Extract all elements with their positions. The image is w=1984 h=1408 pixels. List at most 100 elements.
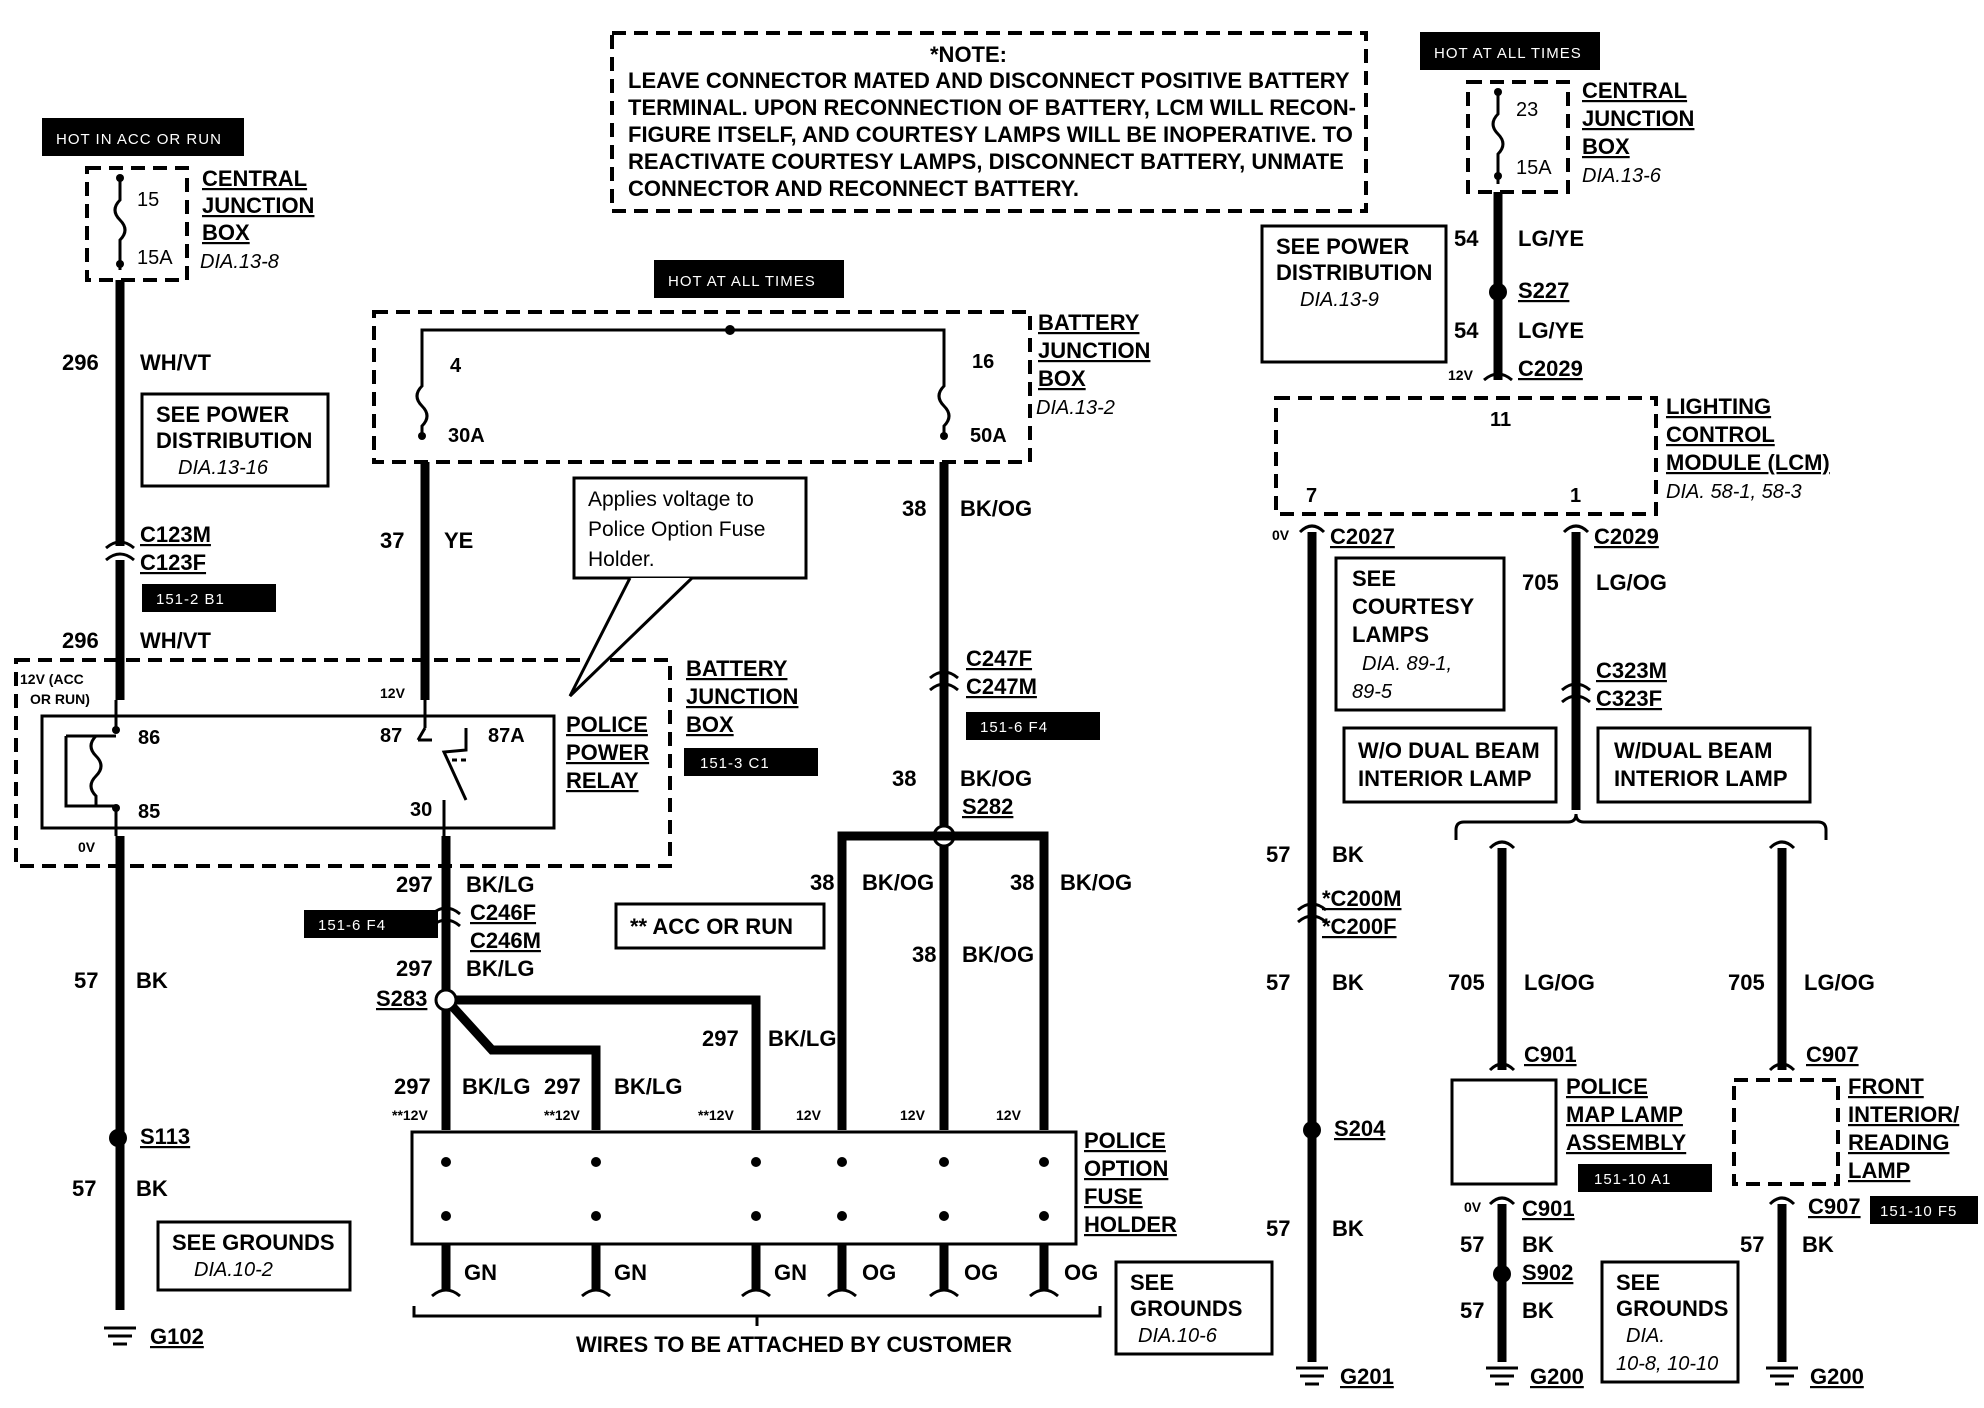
out-5: OG [964,1260,998,1285]
splice-s227-icon [1489,283,1507,301]
connector-c907-icon [1768,1196,1796,1206]
ref-151-10-f5 [1870,1196,1978,1224]
front-lamp-3: READING [1848,1130,1949,1155]
wire-297e-color: BK/LG [614,1074,682,1099]
wire-297b-color: BK/LG [466,956,534,981]
option-bracket [1454,813,1828,840]
ref-151-10-a1 [1578,1164,1712,1192]
conn-c200m: *C200M [1322,886,1401,911]
connector-c323-icon [1561,682,1591,704]
bjb-top-name-3: BOX [1038,366,1086,391]
wo-dual-2: INTERIOR LAMP [1358,766,1532,791]
bjb-relay-name-3: BOX [686,712,734,737]
connector-c901-icon [1488,1196,1516,1206]
w-dual-2: INTERIOR LAMP [1614,766,1788,791]
connector-c200-icon [1297,902,1327,924]
wire-38b-color: BK/OG [960,766,1032,791]
wire-57-front-color: BK [1802,1232,1834,1257]
wire-705-num: 705 [1522,570,1559,595]
front-lamp-4: LAMP [1848,1158,1910,1183]
callout-line-1: Applies voltage to [588,488,754,511]
svg-text:HOT AT ALL TIMES: HOT AT ALL TIMES [1434,45,1582,62]
see-power-right-box [1260,224,1448,364]
splice-s204: S204 [1334,1116,1386,1141]
bjb-relay-box [14,658,672,868]
see-courtesy-box [1334,556,1506,712]
customer-note: WIRES TO BE ATTACHED BY CUSTOMER [576,1332,1012,1357]
conn-c2027: C2027 [1330,524,1395,549]
connector-c2027-icon [1298,524,1326,534]
note-box: *NOTE: LEAVE CONNECTOR MATED AND DISCONN… [610,31,1368,213]
courtesy-1: SEE [1352,566,1396,591]
wire-38c-color: BK/OG [862,870,934,895]
fuse-16-icon [937,358,951,436]
conn-c247m: C247M [966,674,1037,699]
note-title: *NOTE: [930,42,1007,67]
callout-line-2: Police Option Fuse [588,518,765,541]
wire-297-color: BK/LG [466,872,534,897]
wire-38c-num: 38 [810,870,834,895]
wire-296-num: 296 [62,350,99,375]
relay-pin-87: 87 [380,725,402,747]
cjb-right-amps: 15A [1516,157,1552,179]
bjb-top-name-1: BATTERY [1038,310,1140,335]
v-12-a: 12V [796,1107,822,1123]
svg-text:151-3 C1: 151-3 C1 [700,755,770,772]
courtesy-dia-2: 89-5 [1352,681,1393,703]
wire-297b-num: 297 [396,956,433,981]
wire-57b-num: 57 [72,1176,96,1201]
output-wires [431,1244,1059,1298]
wire-297e-num: 297 [544,1074,581,1099]
see-grounds-left-dia: DIA.10-2 [194,1259,273,1281]
bjb-top-name-2: JUNCTION [1038,338,1150,363]
lcm-dia: DIA. 58-1, 58-3 [1666,481,1802,503]
customer-bracket [412,1306,1102,1326]
relay-pin-87a: 87A [488,725,525,747]
lcm-name-1: LIGHTING [1666,394,1771,419]
front-lamp-box [1732,1078,1840,1186]
conn-c907: C907 [1808,1194,1861,1219]
see-grounds-right-2: GROUNDS [1616,1296,1728,1321]
wire-296b-num: 296 [62,628,99,653]
cjb-right-dia: DIA.13-6 [1582,165,1662,187]
wire-54b-num: 54 [1454,318,1479,343]
conn-c901: C901 [1522,1196,1575,1221]
wire-57-num: 57 [74,968,98,993]
svg-text:151-6 F4: 151-6 F4 [318,917,386,934]
cjb-right-fuse: 23 [1516,99,1538,121]
ground-g200-a-icon [1486,1366,1518,1386]
wire-57-lcm-b-num: 57 [1266,970,1290,995]
wire-297d-num: 297 [394,1074,431,1099]
wire-57-lcm-c-num: 57 [1266,1216,1290,1241]
note-line-5: CONNECTOR AND RECONNECT BATTERY. [628,176,1079,201]
fuse-4-icon [415,358,429,436]
bjb-fuse-16: 16 [972,351,994,373]
conn-c246m: C246M [470,928,541,953]
note-line-3: FIGURE ITSELF, AND COURTESY LAMPS WILL B… [628,122,1353,147]
fuse-15-icon [113,178,127,270]
bjb-bus-icon [420,328,946,358]
v-12-s1: **12V [392,1107,428,1123]
relay-acc-run-2: OR RUN) [30,691,90,707]
wire-57-lcm-color: BK [1332,842,1364,867]
ref-151-3-c1 [684,748,818,776]
conn-c123f: C123F [140,550,206,575]
relay-pin-30: 30 [410,799,432,821]
v-0-map: 0V [1464,1199,1482,1215]
out-3: GN [774,1260,807,1285]
police-option-fuse-holder [410,1130,1078,1246]
wire-57-front-num: 57 [1740,1232,1764,1257]
cjb-left-amps: 15A [137,247,173,269]
courtesy-2: COURTESY [1352,594,1475,619]
see-grounds-mid-box [1114,1260,1274,1356]
splice-s227: S227 [1518,278,1569,303]
wire-705-front-num: 705 [1728,970,1765,995]
relay-contacts-icon [416,700,468,801]
wire-38e-num: 38 [912,942,936,967]
see-grounds-right-dia-2: 10-8, 10-10 [1616,1353,1718,1375]
see-power-left-1: SEE POWER [156,402,289,427]
conn-c323f: C323F [1596,686,1662,711]
wire-38d-num: 38 [1010,870,1034,895]
ground-g200-b: G200 [1810,1364,1864,1389]
relay-name-2: POWER [566,740,649,765]
